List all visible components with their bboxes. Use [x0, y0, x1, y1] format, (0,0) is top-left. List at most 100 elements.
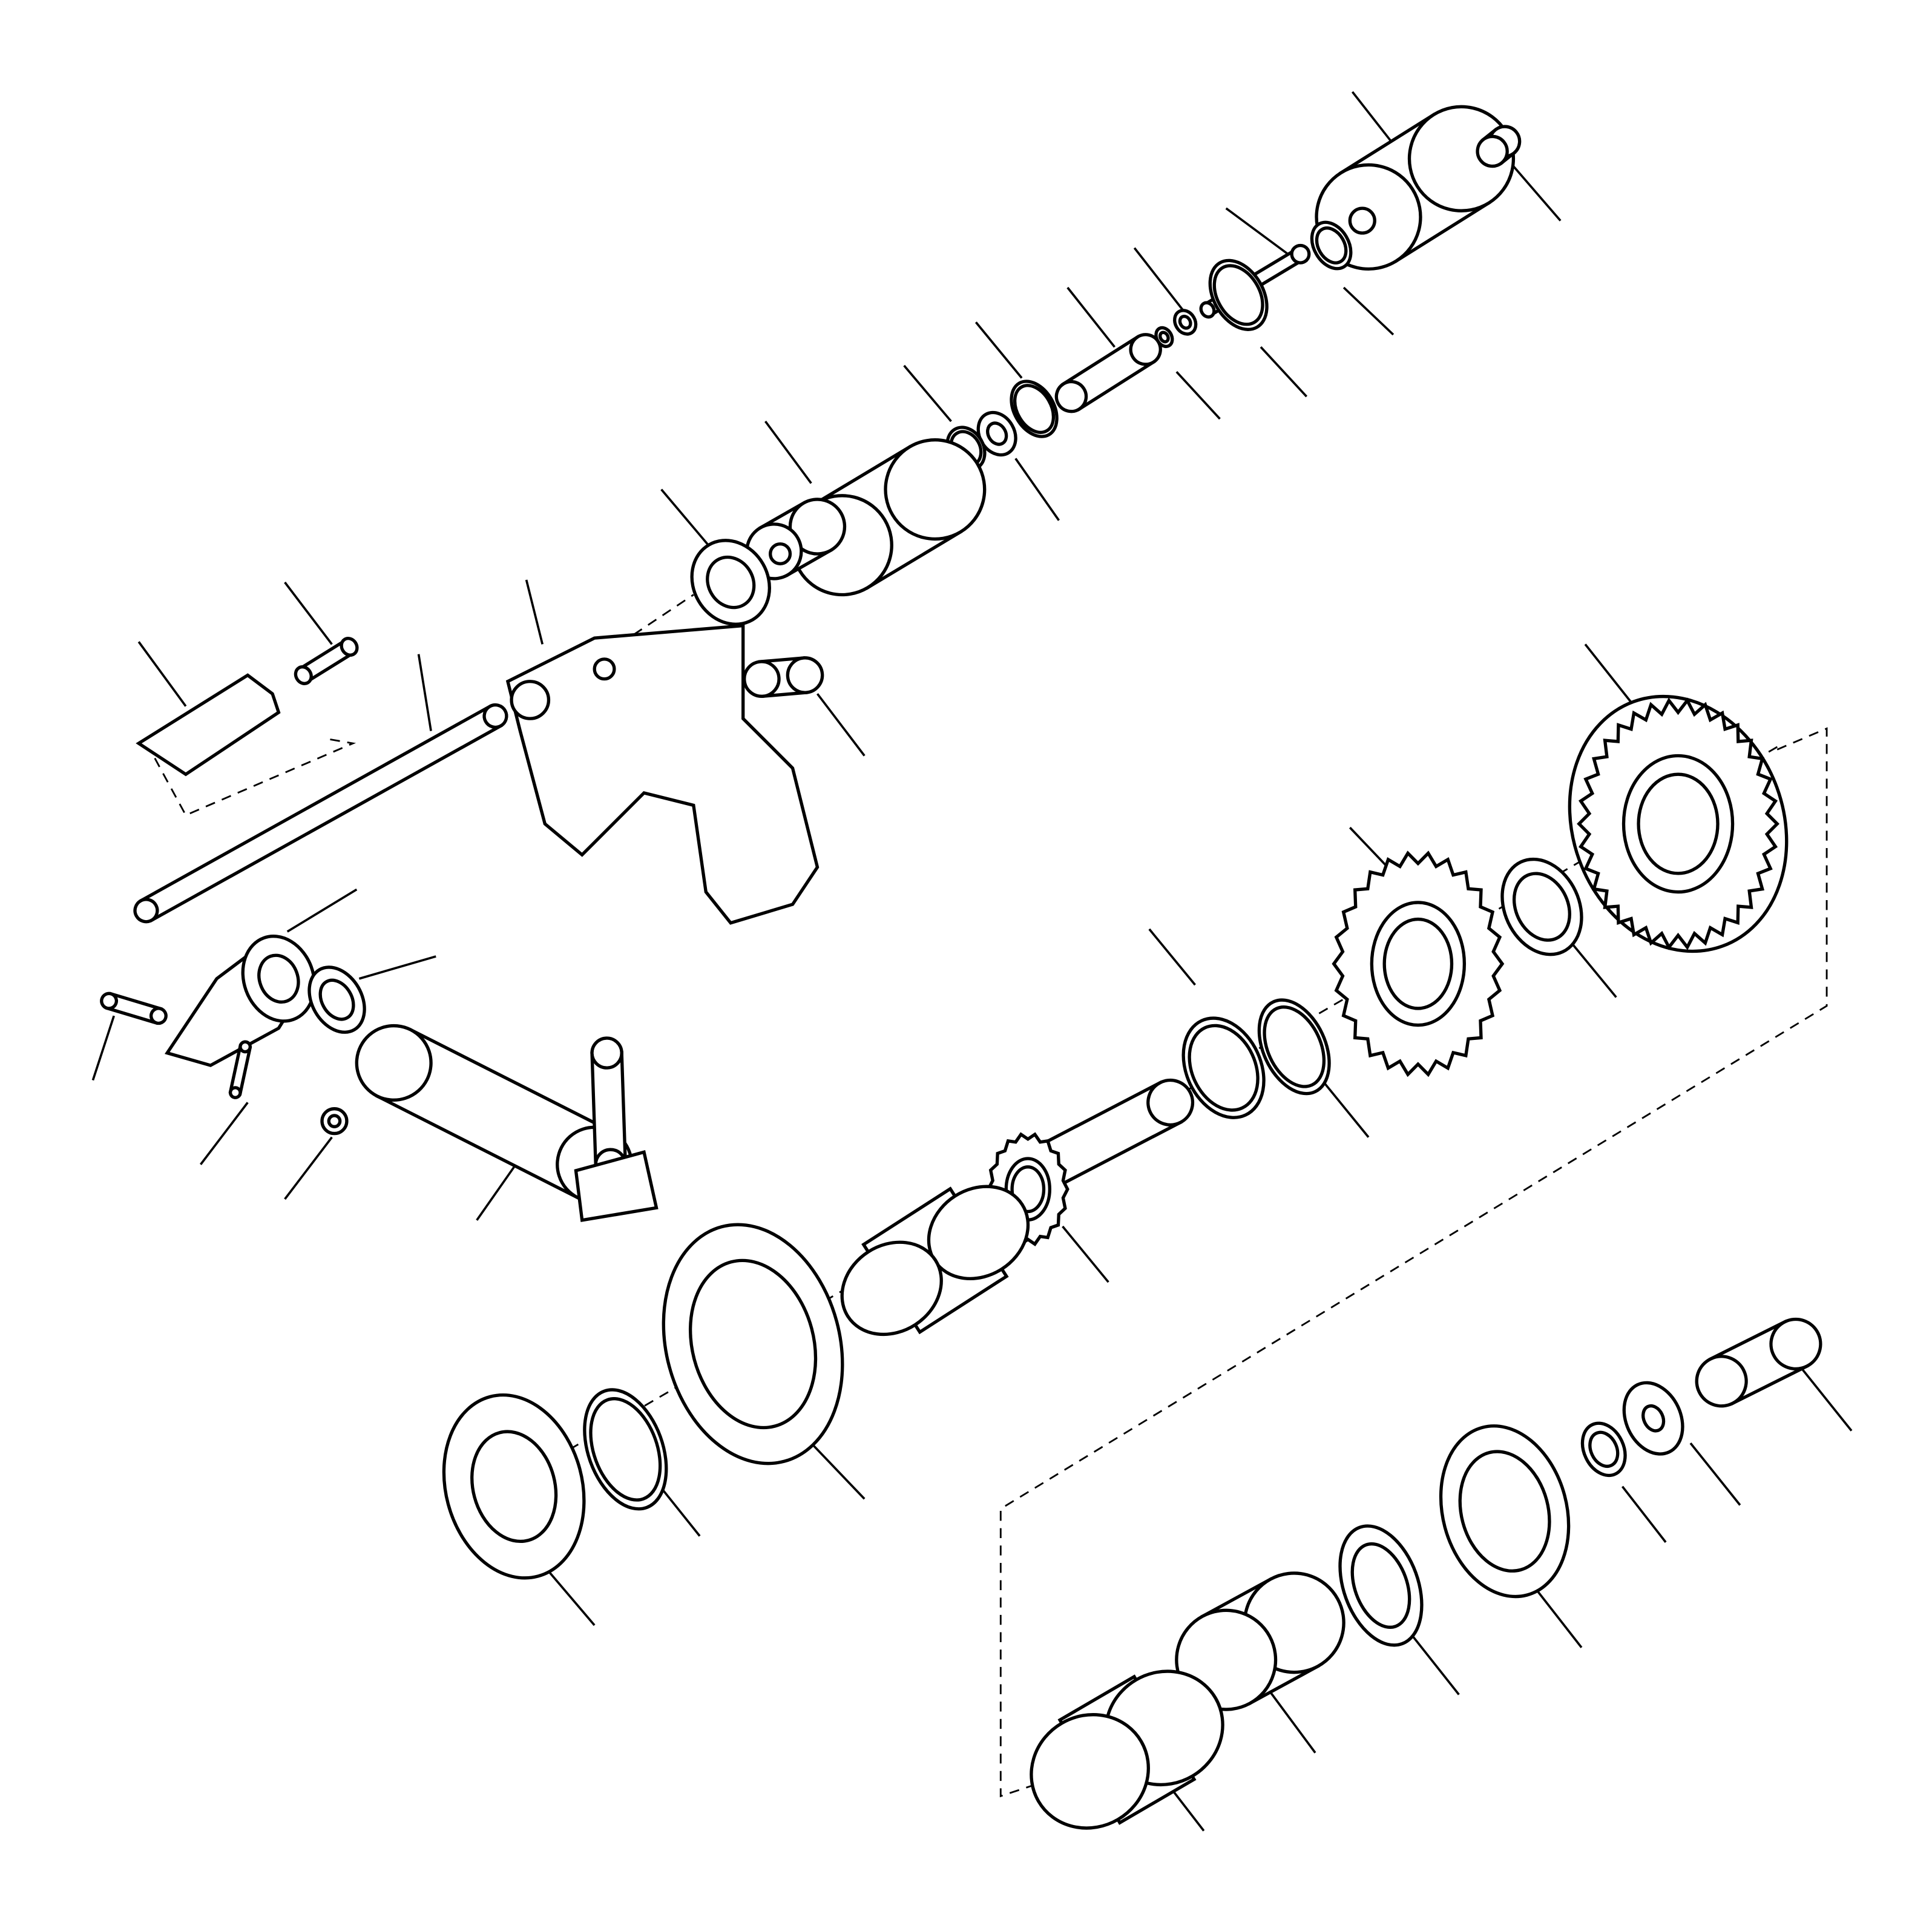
selector-rod-end	[482, 703, 508, 729]
thrust-washer	[1500, 857, 1583, 956]
ball-bearing-inner	[688, 1258, 818, 1430]
washer	[1622, 1381, 1684, 1456]
leader-line	[284, 1136, 333, 1200]
washer-inner	[1641, 1404, 1666, 1433]
hex-bolt-face	[1695, 1355, 1748, 1408]
snap-ring	[1181, 1016, 1266, 1119]
lever-boss	[241, 935, 317, 1023]
nut	[1173, 309, 1198, 336]
leader-line	[286, 888, 358, 933]
oil-seal	[307, 965, 366, 1034]
spline-sleeve-face	[840, 1240, 943, 1337]
circlip	[1257, 998, 1331, 1096]
housing-bore	[1348, 206, 1376, 235]
leader-line	[284, 581, 333, 645]
leader-line	[1066, 286, 1116, 348]
lever-pin-body	[590, 1051, 628, 1167]
leader-line	[660, 488, 709, 546]
leader-line	[1062, 1225, 1109, 1283]
leader-line	[1175, 370, 1221, 420]
pin-rod-face	[1199, 301, 1216, 319]
leader-line	[1411, 1634, 1460, 1695]
plug-screw-face	[1476, 134, 1509, 168]
leader-line	[1133, 247, 1184, 311]
pin-head	[1290, 243, 1311, 265]
large-gear-teeth-bore	[1637, 772, 1720, 875]
valve-body	[790, 438, 987, 597]
rod-clamp	[136, 673, 281, 777]
spacer-ring-inner	[1350, 1542, 1411, 1629]
tube-end	[1129, 333, 1162, 366]
large-gear-teeth	[1577, 697, 1779, 950]
snap-ring-inner	[1188, 1024, 1260, 1112]
leader-line	[1513, 165, 1562, 222]
ball-bearing-inner	[1458, 1450, 1551, 1573]
leader-line	[903, 364, 952, 423]
leader-line	[544, 1566, 596, 1626]
shaft-lever-face	[355, 1024, 433, 1102]
dashed-group-outline	[154, 737, 356, 817]
leader-line	[358, 955, 436, 980]
sliding-gear	[1332, 850, 1505, 1077]
hex-bolt	[743, 656, 824, 699]
washer-inner	[1588, 1430, 1620, 1468]
tube	[1054, 333, 1162, 413]
leader-line	[1148, 928, 1196, 986]
seal-ring	[442, 1393, 586, 1580]
small-nut	[320, 1107, 349, 1136]
shift-fork	[505, 623, 820, 925]
leader-line	[1324, 1083, 1370, 1138]
leader-line	[1532, 1585, 1583, 1648]
lever-head	[574, 1149, 659, 1222]
spline-sleeve	[840, 1185, 1030, 1337]
leader-line	[1689, 1442, 1741, 1506]
needle-bearing	[1030, 1669, 1224, 1830]
hex-nut	[690, 539, 771, 626]
circlip-inner	[1263, 1005, 1326, 1088]
leader-line	[137, 641, 187, 707]
leader-line	[974, 321, 1023, 379]
leader-line	[1351, 91, 1398, 150]
hex-bolt-face	[743, 660, 781, 698]
leader-line	[476, 1157, 521, 1221]
leader-line	[810, 1442, 866, 1500]
leader-line	[417, 654, 432, 731]
bolt-end	[149, 1007, 168, 1025]
thrust-washer-inner	[1512, 872, 1571, 942]
lever-boss-inner	[257, 953, 300, 1004]
hex-bolt	[1695, 1317, 1822, 1408]
seal-ring-inner	[470, 1430, 558, 1544]
parts	[100, 105, 1822, 1830]
needle-bearing-face	[1030, 1713, 1150, 1830]
set-screw	[294, 636, 359, 685]
nut-inner	[1178, 314, 1192, 330]
plug-screw	[1476, 125, 1522, 168]
o-ring-inner	[1315, 226, 1348, 265]
leader-line	[1260, 346, 1308, 398]
hex-bolt-end	[1769, 1317, 1822, 1371]
roll-pin-end	[228, 1086, 242, 1099]
washer-inner	[1158, 331, 1170, 344]
o-ring	[1010, 380, 1059, 438]
tube-face	[1054, 380, 1088, 413]
leader-line	[200, 1102, 249, 1165]
seal-ring-inner	[986, 421, 1008, 446]
o-ring-inner	[1212, 264, 1264, 326]
circlip-inner	[589, 1397, 662, 1502]
leader-line	[1268, 1690, 1316, 1754]
leader-line	[91, 1015, 115, 1081]
bushing	[1175, 1571, 1346, 1711]
o-ring	[1310, 220, 1353, 271]
ball-bearing	[1439, 1424, 1571, 1599]
stem-bore	[769, 542, 792, 566]
roll-pin	[228, 1040, 252, 1099]
hex-bolt-end	[786, 656, 824, 694]
leader-line	[816, 693, 866, 757]
ball-bearing	[662, 1223, 844, 1465]
o-ring-inner	[1013, 384, 1056, 434]
leader-line	[1014, 458, 1060, 521]
fork-hole	[593, 657, 616, 681]
leader-line	[1584, 643, 1634, 705]
selector-rod	[133, 703, 508, 924]
